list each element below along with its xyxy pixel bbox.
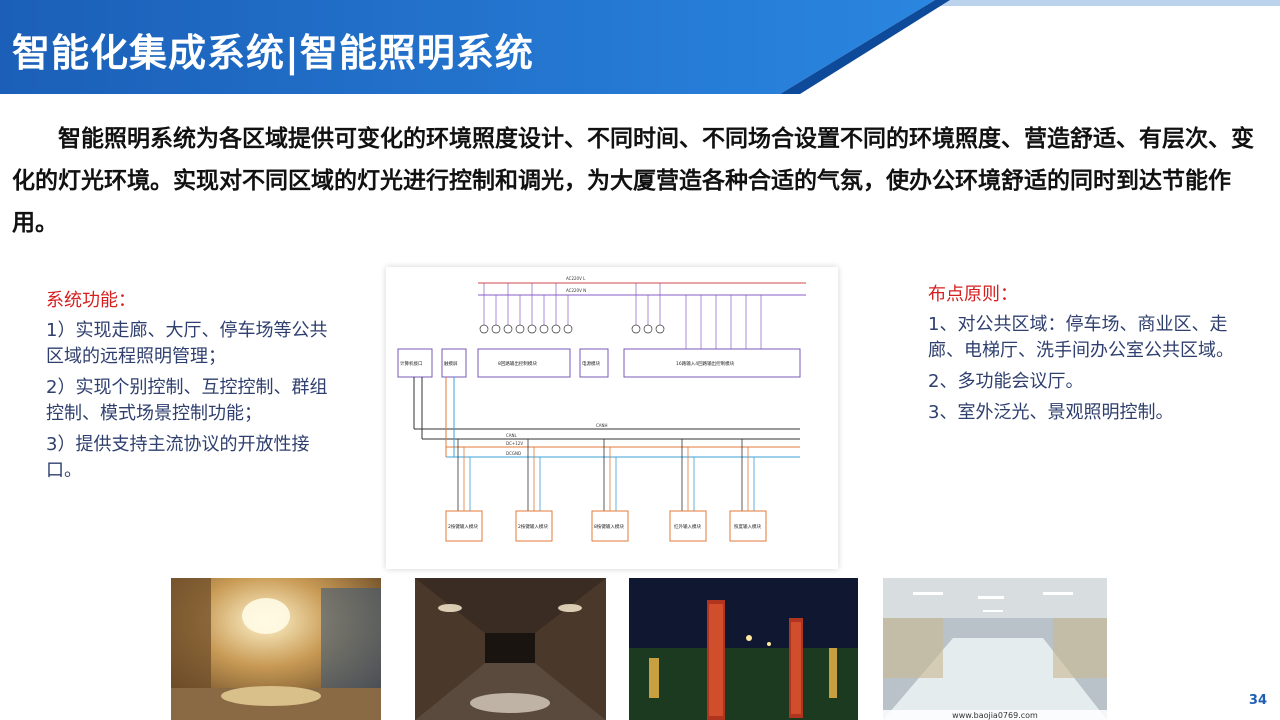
functions-heading: 系统功能： [46,290,136,311]
bus-label: CANH [596,423,608,428]
principle-item: 2、多功能会议厅。 [928,371,1084,392]
bus-label: AC220V N [566,288,586,293]
lighting-wiring-diagram: AC220V L AC220V N 计算机 [386,267,838,569]
bus-label: CANL [506,433,518,438]
functions-panel: 系统功能： 1）实现走廊、大厅、停车场等公共区域的远程照明管理； 2）实现个别控… [46,288,331,489]
header-background [0,0,1280,94]
page-title: 智能化集成系统|智能照明系统 [12,31,534,75]
header-band: 智能化集成系统|智能照明系统 [0,0,1280,94]
photo-corridor [415,578,606,720]
watermark-text: www.baojia0769.com [952,711,1038,720]
module-label: 16路输入4回路输出控制模块 [676,360,735,367]
principles-panel: 布点原则： 1、对公共区域：停车场、商业区、走廊、电梯厅、洗手间办公室公共区域。… [928,282,1248,431]
bus-label: DCGND [506,451,521,456]
photo-landscape-lights [629,578,858,720]
intro-text: 智能照明系统为各区域提供可变化的环境照度设计、不同时间、不同场合设置不同的环境照… [12,126,1254,236]
module-label: 照度输入模块 [734,523,761,530]
bus-label: DC+12V [506,441,523,446]
module-label: 8回路输出控制模块 [498,360,537,367]
wiring-diagram-svg: AC220V L AC220V N 计算机 [397,276,806,542]
principles-heading: 布点原则： [928,284,1018,305]
landscape-image [629,578,858,720]
parking-image: www.baojia0769.com [883,578,1107,720]
photo-parking-garage: www.baojia0769.com [883,578,1107,720]
page-number: 34 [1248,693,1267,708]
module-label: 电源模块 [582,360,600,367]
module-label: 触摸屏 [444,360,458,367]
photo-hotel-lobby [171,578,381,720]
principle-item: 3、室外泛光、景观照明控制。 [928,402,1174,423]
lobby-image [171,578,381,720]
module-label: 2按键输入模块 [448,523,478,530]
bus-label: AC220V L [566,276,586,281]
function-item: 3）提供支持主流协议的开放性接口。 [46,434,310,481]
module-label: 计算机接口 [400,360,423,367]
function-item: 1）实现走廊、大厅、停车场等公共区域的远程照明管理； [46,320,328,367]
corridor-image [415,578,606,720]
intro-paragraph: 智能照明系统为各区域提供可变化的环境照度设计、不同时间、不同场合设置不同的环境照… [12,118,1270,244]
module-label: 2按键输入模块 [518,523,548,530]
module-label: 8按键输入模块 [594,523,624,530]
principle-item: 1、对公共区域：停车场、商业区、走廊、电梯厅、洗手间办公室公共区域。 [928,314,1234,361]
module-label: 红外输入模块 [674,523,701,530]
function-item: 2）实现个别控制、互控控制、群组控制、模式场景控制功能； [46,377,328,424]
